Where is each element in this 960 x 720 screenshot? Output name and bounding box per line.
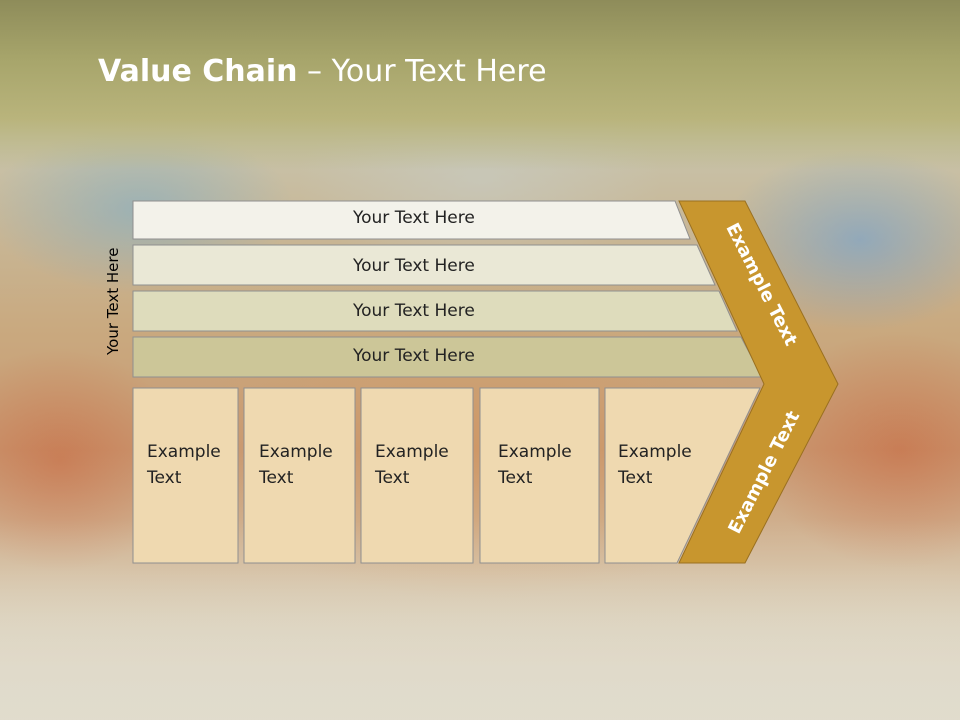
bar-2 bbox=[132, 244, 716, 286]
bar-label-3: Your Text Here bbox=[353, 301, 475, 321]
box-4 bbox=[479, 387, 600, 564]
title-bold: Value Chain bbox=[98, 54, 298, 89]
box-label-1: Example Text bbox=[147, 442, 221, 488]
box-label-4: Example Text bbox=[498, 442, 572, 488]
box-2 bbox=[243, 387, 356, 564]
bar-label-4: Your Text Here bbox=[353, 346, 475, 366]
bar-label-1: Your Text Here bbox=[353, 208, 475, 228]
box-label-2: Example Text bbox=[259, 442, 333, 488]
slide-title: Value Chain – Your Text Here bbox=[98, 54, 547, 89]
box-label-3: Example Text bbox=[375, 442, 449, 488]
title-band bbox=[0, 0, 960, 170]
bar-label-2: Your Text Here bbox=[353, 256, 475, 276]
bar-1 bbox=[132, 200, 691, 240]
box-3 bbox=[360, 387, 474, 564]
title-rest: – Your Text Here bbox=[297, 54, 547, 89]
bar-3 bbox=[132, 290, 738, 332]
box-label-5: Example Text bbox=[618, 442, 692, 488]
box-1 bbox=[132, 387, 239, 564]
